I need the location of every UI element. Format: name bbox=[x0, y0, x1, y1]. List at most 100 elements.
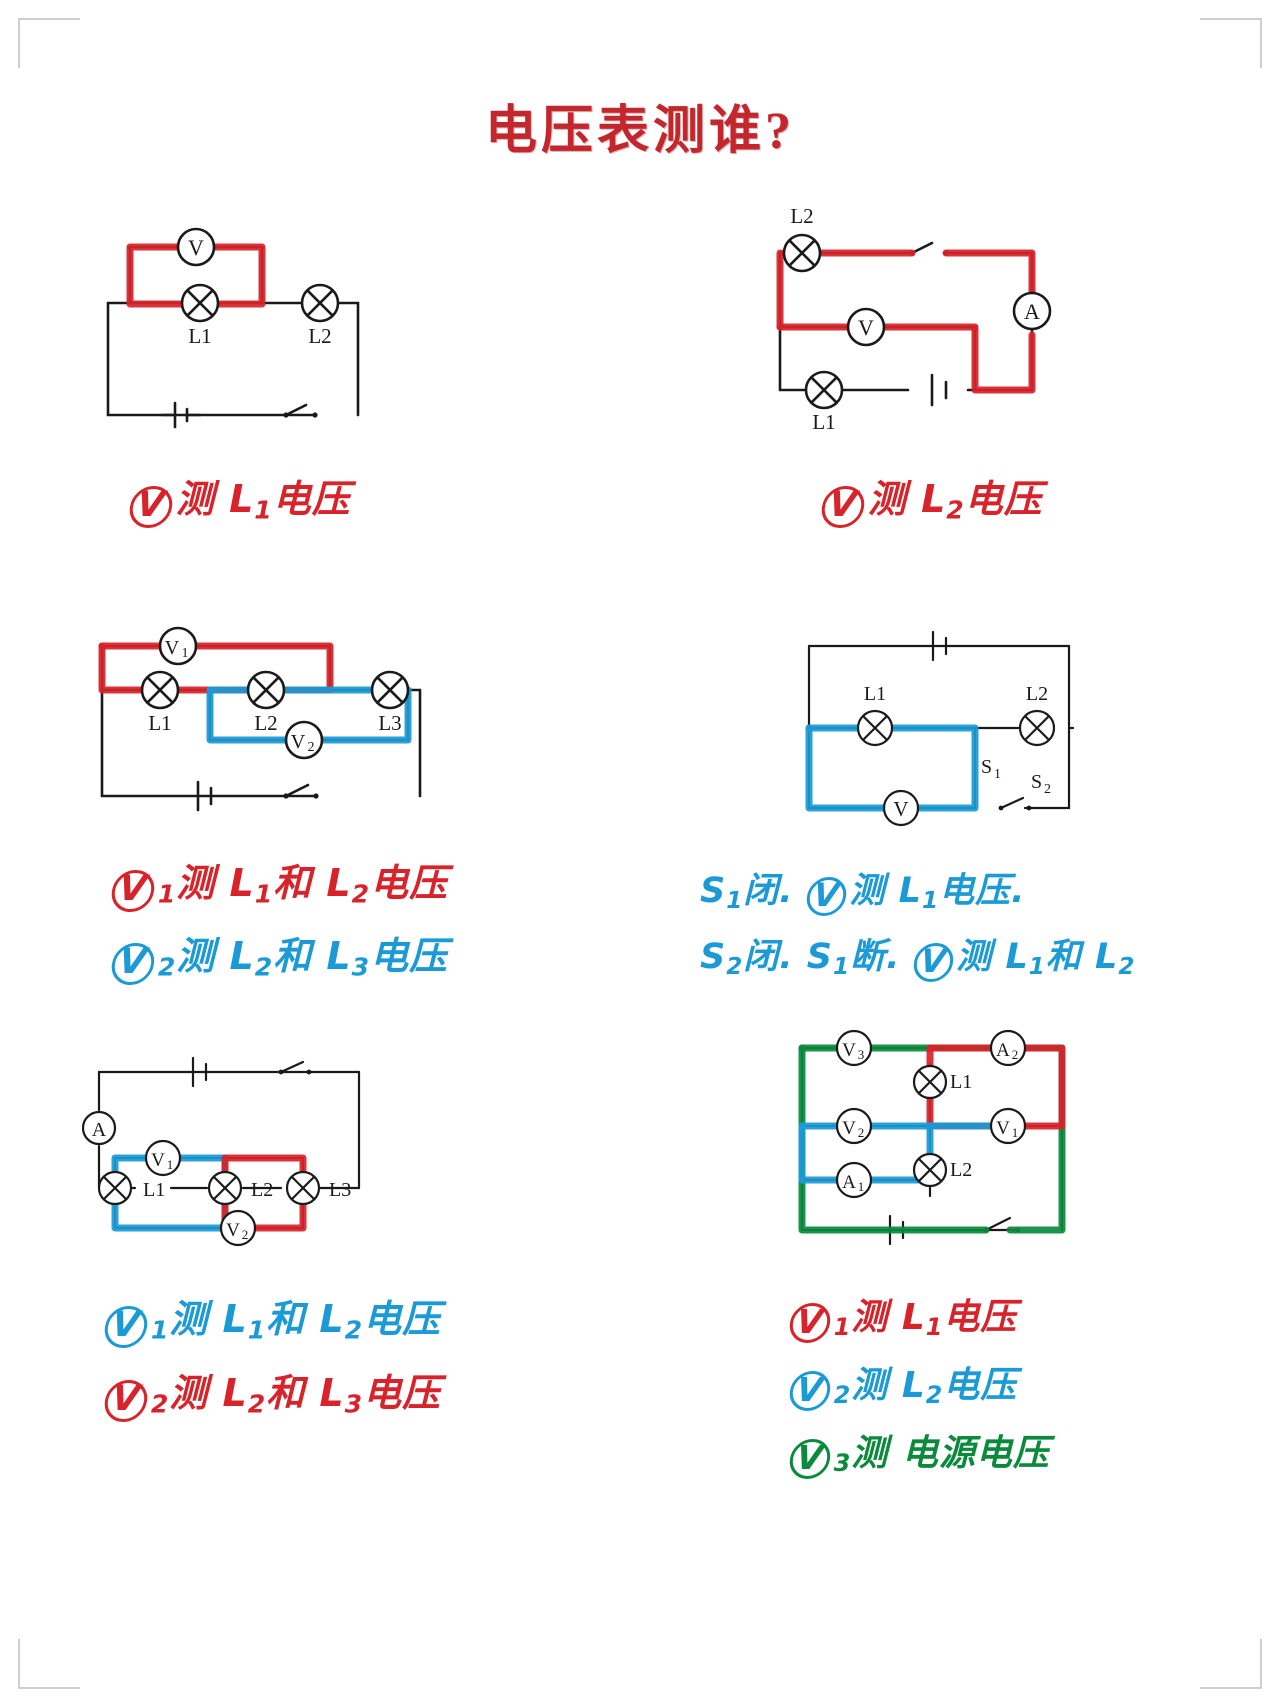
meter-voltmeter-V1: V 1 bbox=[144, 1139, 182, 1177]
lamp-L1 bbox=[140, 670, 180, 710]
meter-ammeter-A: A bbox=[1012, 291, 1052, 331]
svg-text:2: 2 bbox=[1044, 782, 1051, 797]
meter-voltmeter-V2: V 2 bbox=[835, 1107, 873, 1145]
meter-label-sub: 2 bbox=[1012, 1047, 1019, 1062]
lamp-L1 bbox=[97, 1170, 133, 1206]
meter-voltmeter-V3: V 3 bbox=[835, 1029, 873, 1067]
circuit-4: V L1 L2 S 1 S 2 bbox=[795, 628, 1085, 828]
meter-label: A bbox=[996, 1040, 1010, 1061]
voltmeter-symbol: V bbox=[102, 1305, 150, 1348]
lamp-L3 bbox=[285, 1170, 321, 1206]
meter-label-sub: 2 bbox=[858, 1125, 865, 1140]
crop-mark-top-left bbox=[18, 18, 80, 68]
meter-label: V bbox=[291, 731, 306, 753]
crop-mark-top-right bbox=[1200, 18, 1262, 68]
circuit-2: V A L2 L1 bbox=[760, 204, 1070, 435]
lamp-L1 bbox=[912, 1064, 948, 1100]
circuit-3-svg: V 1 V 2 L1 L2 L3 bbox=[98, 626, 422, 812]
circuit-6-svg: V 3 A 2 V 2 V 1 bbox=[798, 1029, 1066, 1246]
label-L2: L2 bbox=[1026, 683, 1048, 705]
meter-voltmeter-V2: V 2 bbox=[219, 1209, 257, 1247]
meter-ammeter-A1: A 1 bbox=[835, 1161, 873, 1199]
meter-label-sub: 1 bbox=[1012, 1125, 1019, 1140]
lamp-L2 bbox=[1018, 709, 1056, 747]
label-L3: L3 bbox=[329, 1179, 351, 1201]
svg-text:S: S bbox=[1031, 771, 1042, 793]
label-L2: L2 bbox=[950, 1159, 972, 1181]
voltmeter-symbol: V bbox=[127, 485, 175, 528]
circuit-5-svg: A V 1 V 2 L1 L2 L3 bbox=[81, 1056, 361, 1247]
circuit-2-svg: V A L2 L1 bbox=[776, 204, 1052, 434]
meter-label: A bbox=[92, 1119, 107, 1141]
label-L2: L2 bbox=[308, 324, 331, 348]
lamp-L1 bbox=[856, 709, 894, 747]
page-title: 电压表测谁? bbox=[484, 103, 795, 160]
meter-label: V bbox=[996, 1118, 1010, 1139]
meter-label-sub: 1 bbox=[167, 1157, 174, 1172]
label-L2: L2 bbox=[251, 1179, 273, 1201]
svg-text:1: 1 bbox=[994, 767, 1001, 782]
circuit-1-svg: V L1 L2 bbox=[106, 227, 360, 429]
label-L1: L1 bbox=[188, 324, 211, 348]
meter-label-sub: 1 bbox=[858, 1179, 865, 1194]
circuit-5: A V 1 V 2 L1 L2 L3 bbox=[81, 1056, 395, 1258]
lamp-L1 bbox=[804, 370, 844, 410]
label-L2: L2 bbox=[254, 711, 277, 735]
voltmeter-symbol: V bbox=[804, 876, 849, 916]
meter-ammeter-A: A bbox=[81, 1110, 117, 1146]
crop-mark-bottom-right bbox=[1200, 1639, 1262, 1689]
lamp-L1 bbox=[180, 283, 220, 323]
label-L1: L1 bbox=[864, 683, 886, 705]
meter-label-sub: 1 bbox=[182, 646, 189, 661]
voltmeter-symbol: V bbox=[109, 942, 157, 985]
meter-label: V bbox=[842, 1118, 856, 1139]
lamp-L2 bbox=[912, 1152, 948, 1188]
voltmeter-symbol: V bbox=[787, 1438, 833, 1479]
meter-label: A bbox=[1024, 299, 1040, 324]
voltmeter-symbol: V bbox=[102, 1379, 150, 1422]
lamp-L3 bbox=[370, 670, 410, 710]
meter-voltmeter-V2: V 2 bbox=[284, 720, 324, 760]
meter-label: V bbox=[151, 1150, 165, 1171]
lamp-L2 bbox=[207, 1170, 243, 1206]
meter-voltmeter-V1: V 1 bbox=[158, 626, 198, 666]
meter-label: V bbox=[893, 797, 908, 821]
svg-text:S: S bbox=[981, 756, 992, 778]
meter-label: V bbox=[226, 1220, 240, 1241]
voltmeter-symbol: V bbox=[910, 942, 956, 982]
lamp-L2 bbox=[246, 670, 286, 710]
wire-main bbox=[106, 301, 317, 417]
label-L3: L3 bbox=[378, 711, 401, 735]
label-L1: L1 bbox=[950, 1071, 972, 1093]
voltmeter-symbol: V bbox=[109, 869, 157, 912]
meter-ammeter-A2: A 2 bbox=[989, 1029, 1027, 1067]
meter-voltmeter-V: V bbox=[176, 227, 216, 267]
meter-voltmeter-V: V bbox=[882, 789, 920, 827]
circuit-6: V 3 A 2 V 2 V 1 bbox=[780, 1029, 1080, 1260]
crop-mark-bottom-left bbox=[18, 1639, 80, 1689]
switch-terminal bbox=[283, 412, 289, 418]
label-L2: L2 bbox=[790, 204, 813, 228]
meter-label: V bbox=[858, 315, 874, 340]
meter-label: V bbox=[165, 637, 180, 659]
voltmeter-symbol: V bbox=[819, 485, 867, 528]
label-S2: S 2 bbox=[1031, 771, 1051, 797]
voltmeter-symbol: V bbox=[787, 1302, 833, 1343]
label-L1: L1 bbox=[148, 711, 171, 735]
voltmeter-symbol: V bbox=[787, 1370, 833, 1411]
meter-label: V bbox=[188, 235, 204, 260]
meter-label: A bbox=[842, 1172, 856, 1193]
lamp-L2 bbox=[300, 283, 340, 323]
meter-label-sub: 3 bbox=[858, 1047, 865, 1062]
label-L1: L1 bbox=[812, 410, 835, 434]
